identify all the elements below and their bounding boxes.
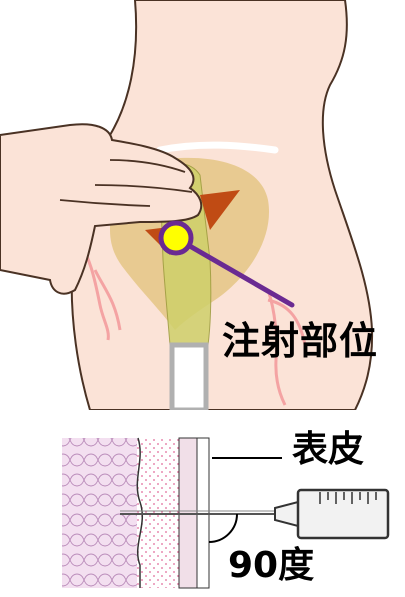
hip-illustration: 注射部位 [0, 0, 405, 410]
femur-shaft [172, 345, 206, 410]
right-angle-arc [209, 514, 237, 542]
syringe-hub [275, 502, 298, 526]
injection-target-dot [161, 223, 191, 253]
angle-label: 90度 [228, 548, 314, 584]
syringe-barrel [298, 490, 388, 538]
cross-section-illustration: 表皮 90度 [0, 430, 405, 597]
epidermis-label: 表皮 [292, 432, 364, 468]
injection-site-label: 注射部位 [222, 322, 378, 360]
